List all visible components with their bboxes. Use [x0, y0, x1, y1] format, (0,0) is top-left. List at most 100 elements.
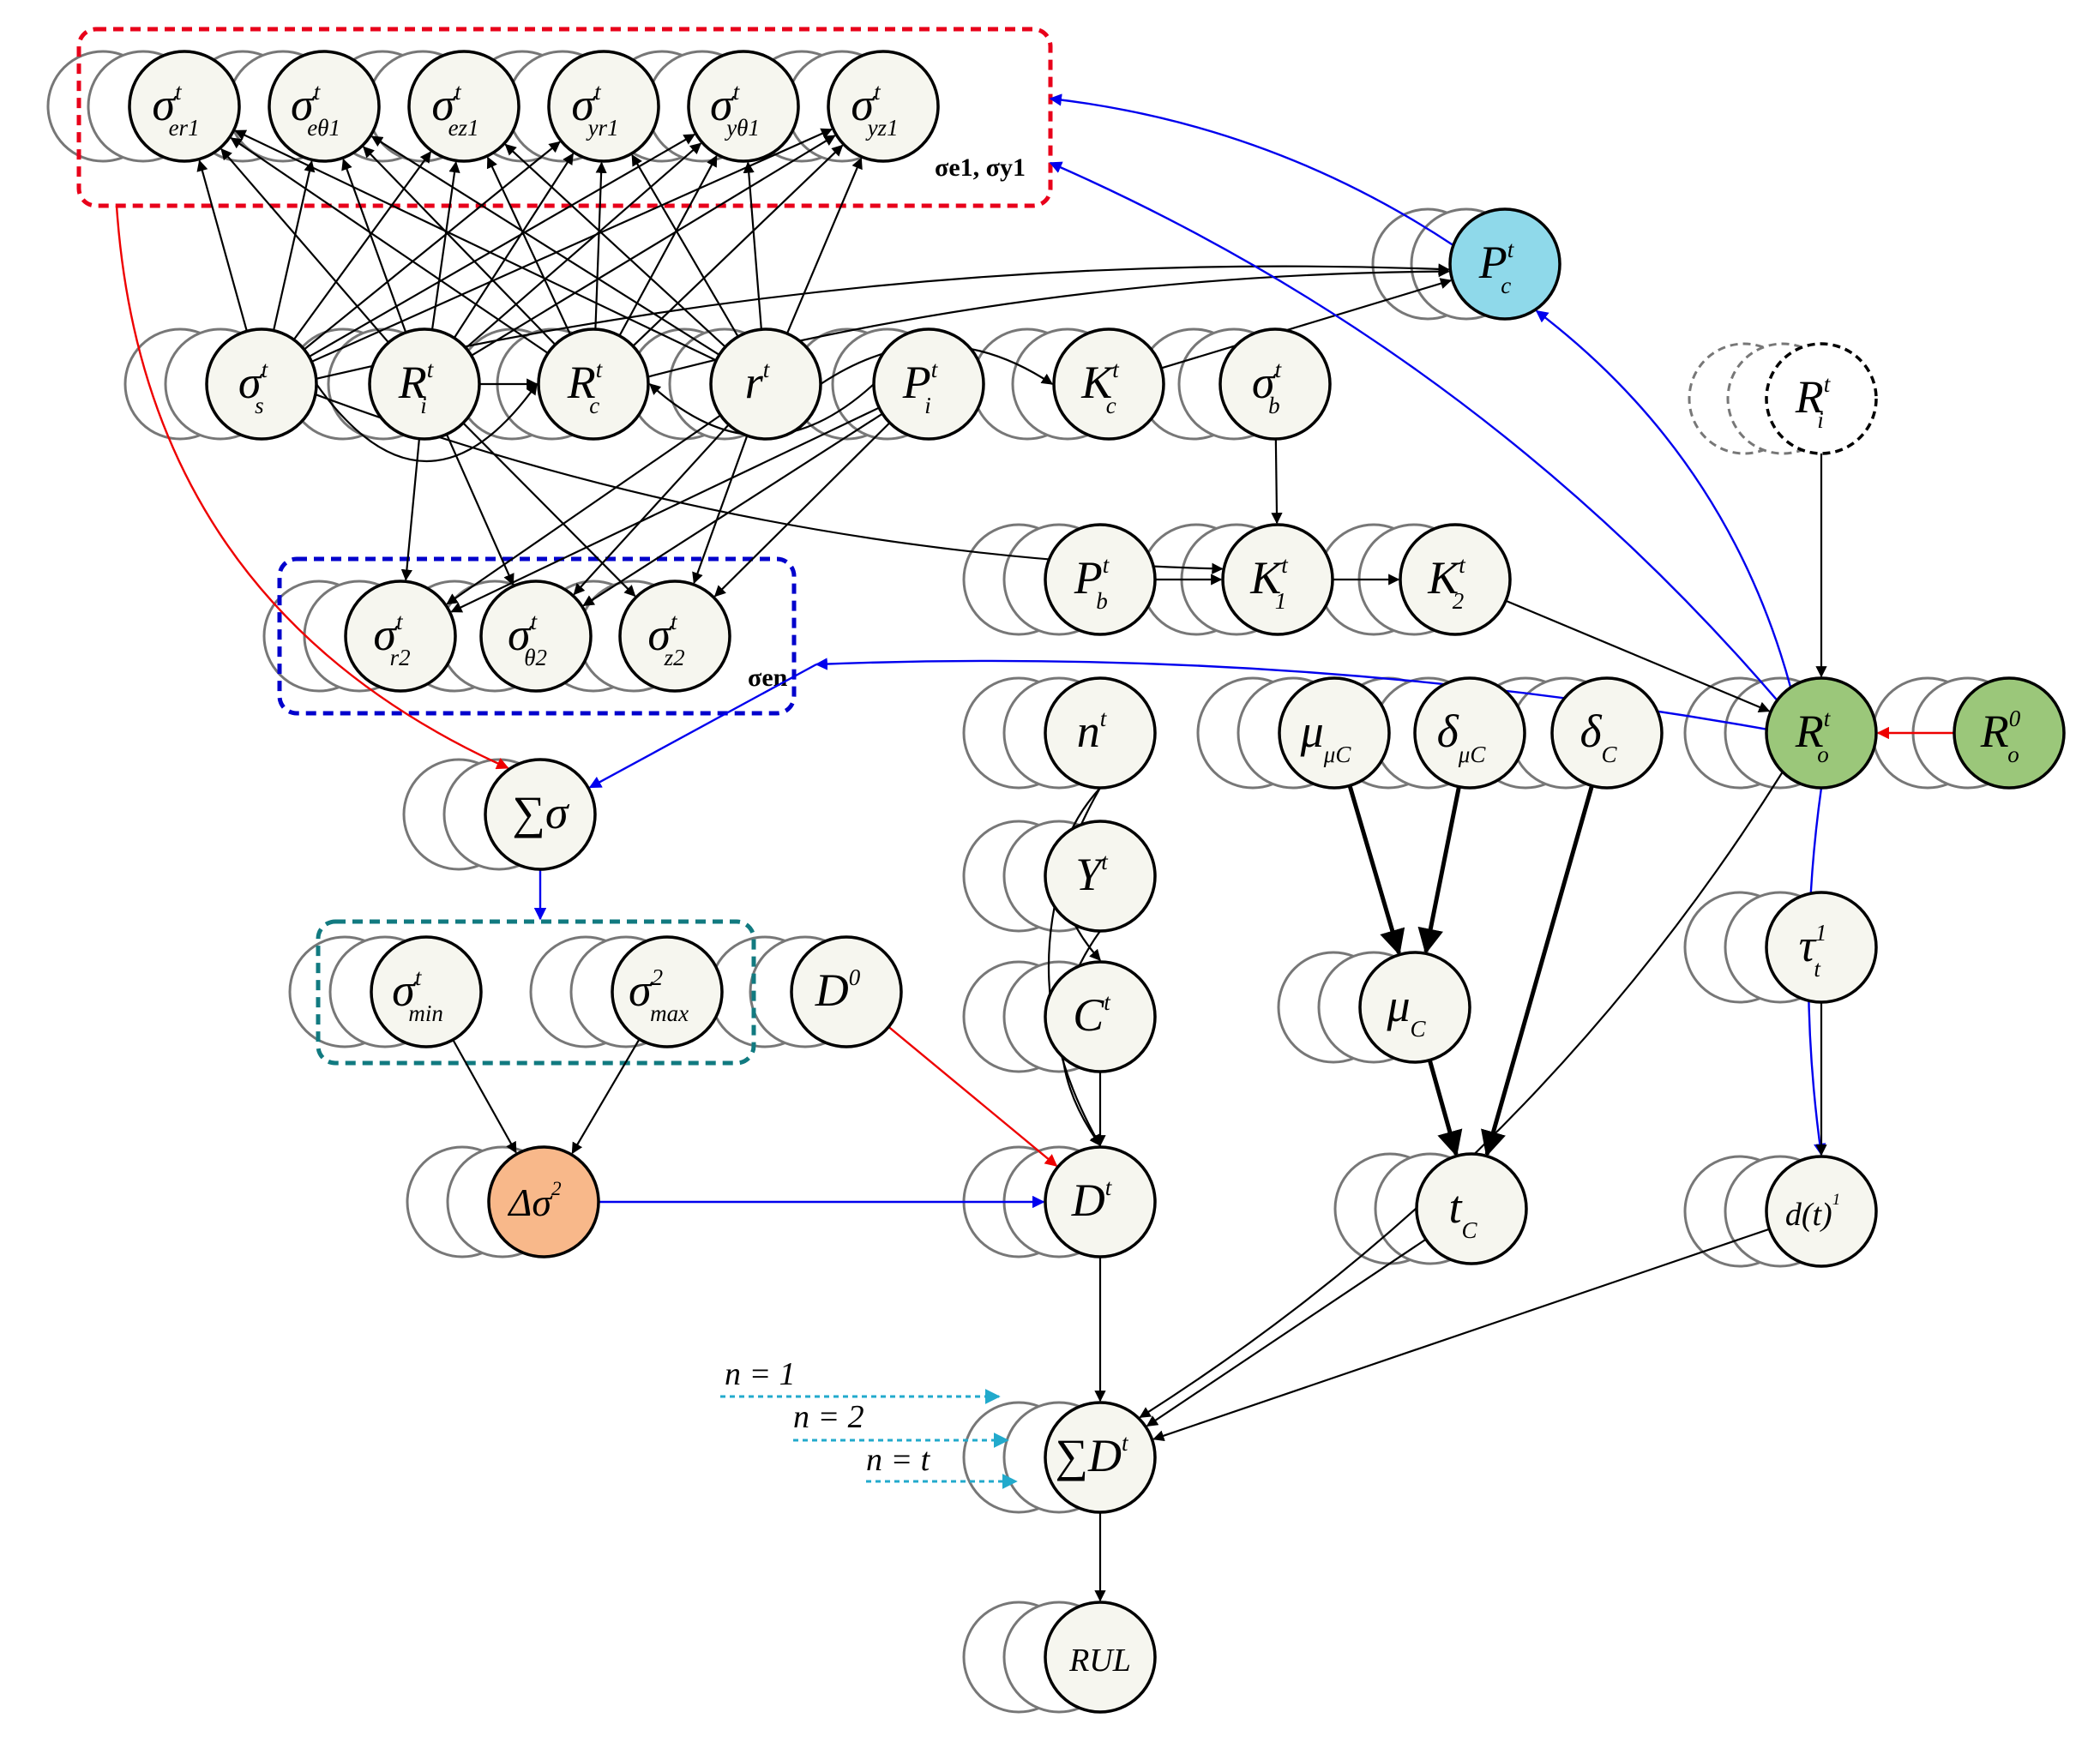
node-circle [1044, 676, 1157, 790]
node-superscript: t [314, 79, 322, 105]
node-symbol: R [567, 357, 596, 408]
node-label: rt [745, 357, 771, 408]
node-subscript: c [1106, 393, 1116, 418]
node-subscript: z2 [664, 645, 685, 670]
node-circle [205, 327, 318, 441]
node-symbol: σ [1252, 357, 1277, 408]
node-superscript: t [1104, 989, 1111, 1015]
node-symbol: n [1077, 706, 1100, 757]
node-symbol: RUL [1068, 1643, 1131, 1679]
edge-D0-to-D [888, 1025, 1058, 1167]
node-D0: D0 [790, 935, 903, 1048]
node-subscript: b [1096, 588, 1108, 614]
node-subscript: i [420, 393, 427, 418]
edge-Ri-to-s_er1 [220, 147, 389, 344]
node-subscript: μC [1323, 742, 1352, 767]
node-circle [1044, 523, 1157, 636]
node-circle [487, 1145, 600, 1258]
node-circle [1765, 891, 1878, 1004]
node-label: δμC [1437, 706, 1487, 767]
node-C: Ct [1044, 960, 1157, 1073]
node-subscript: 2 [1453, 588, 1465, 614]
node-superscript: t [1122, 1430, 1129, 1456]
node-symbol: R [1980, 706, 2009, 757]
node-superscript: t [262, 357, 269, 382]
node-circle [611, 935, 724, 1048]
node-circle [368, 327, 481, 441]
node-symbol: δ [1437, 706, 1459, 757]
node-subscript: i [1817, 407, 1824, 433]
node-label: Ct [1073, 989, 1111, 1041]
node-label: Dt [1071, 1174, 1113, 1226]
node-subscript: θ2 [524, 645, 547, 670]
node-superscript: t [396, 609, 404, 634]
node-subscript: min [408, 1000, 443, 1026]
group-sigma-en [277, 556, 797, 716]
node-symbol: σ [710, 79, 735, 130]
edge-tC-to-sumD [1146, 1238, 1427, 1427]
node-circle [484, 758, 597, 871]
node-subscript: 1 [1275, 588, 1287, 614]
node-symbol: P [1478, 237, 1507, 288]
node-sumD: ∑Dt [1044, 1401, 1157, 1514]
node-circle [1953, 676, 2066, 790]
node-circle [1358, 951, 1471, 1064]
node-superscript: t [1459, 552, 1466, 578]
edge-muC-to-tC [1427, 1059, 1463, 1157]
node-circle [1399, 523, 1512, 636]
node-symbol: σ [152, 79, 177, 130]
node-symbol: σ [508, 609, 533, 660]
edge-Rc-to-s_et1 [363, 146, 557, 345]
node-label: RUL [1068, 1643, 1131, 1679]
node-superscript: t [1824, 706, 1832, 731]
edge-Pi-to-s_z2 [713, 422, 891, 598]
node-d_muc: δμC [1413, 676, 1526, 790]
node-symbol: σ [392, 964, 417, 1016]
node-symbol: σ [431, 79, 456, 130]
node-sumS: ∑σ [484, 758, 597, 871]
node-subscript: yz1 [865, 115, 899, 141]
edge-mu_muc-to-muC [1347, 784, 1405, 956]
node-superscript: 2 [551, 1178, 562, 1199]
node-symbol: R [398, 357, 427, 408]
node-subscript: eθ1 [307, 115, 340, 141]
node-circle [1052, 327, 1165, 441]
node-symbol: σ [571, 79, 596, 130]
group-sigma-e1-y1 [76, 27, 1053, 208]
edge-s_s-to-s_et1 [272, 160, 316, 331]
node-symbol: σ [238, 357, 263, 408]
edge-s_min-to-dS2 [452, 1039, 517, 1154]
node-circle [872, 327, 985, 441]
edge-s_s-to-s_yr1 [303, 141, 561, 351]
node-label: nt [1077, 706, 1108, 757]
node-superscript: t [733, 79, 741, 105]
node-circle [827, 50, 940, 163]
edge-Ri-to-s_r2 [400, 438, 421, 581]
node-symbol: r [745, 357, 764, 408]
edge-Ri-to-s_ez1 [430, 161, 460, 330]
node-superscript: t [1112, 357, 1120, 382]
node-r: rt [709, 327, 822, 441]
node-subscript: C [1411, 1016, 1427, 1042]
node-circle [547, 50, 660, 163]
edge-Rc-to-s_yt1 [618, 154, 718, 337]
